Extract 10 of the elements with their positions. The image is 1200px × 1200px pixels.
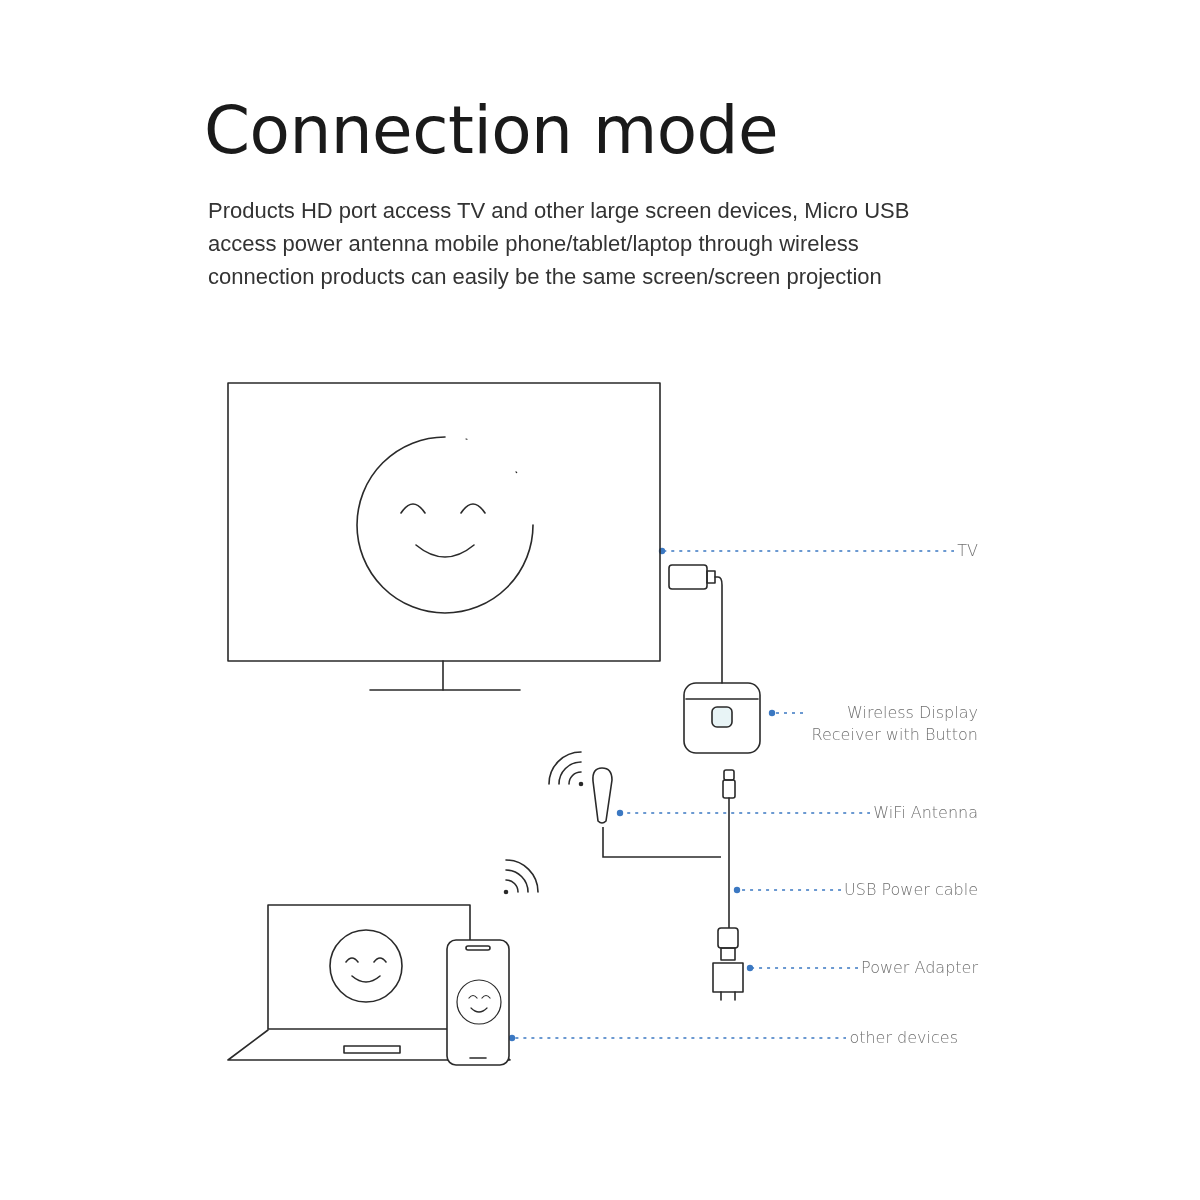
description-text: Products HD port access TV and other large screen devices, Micro USB access power antenna mobile phone/tablet/laptop through wireless connection products can easily be the same screen/screen projection xyxy=(208,197,911,291)
leader-line xyxy=(768,709,804,717)
page-title: Connection mode xyxy=(204,92,779,169)
leader-line xyxy=(746,964,859,972)
antenna-cable xyxy=(602,826,722,858)
leader-line xyxy=(616,809,871,817)
tv-drawing xyxy=(226,381,662,693)
leader-line xyxy=(658,547,956,555)
leader-line xyxy=(733,886,842,894)
usb-cable-drawing xyxy=(721,768,737,928)
